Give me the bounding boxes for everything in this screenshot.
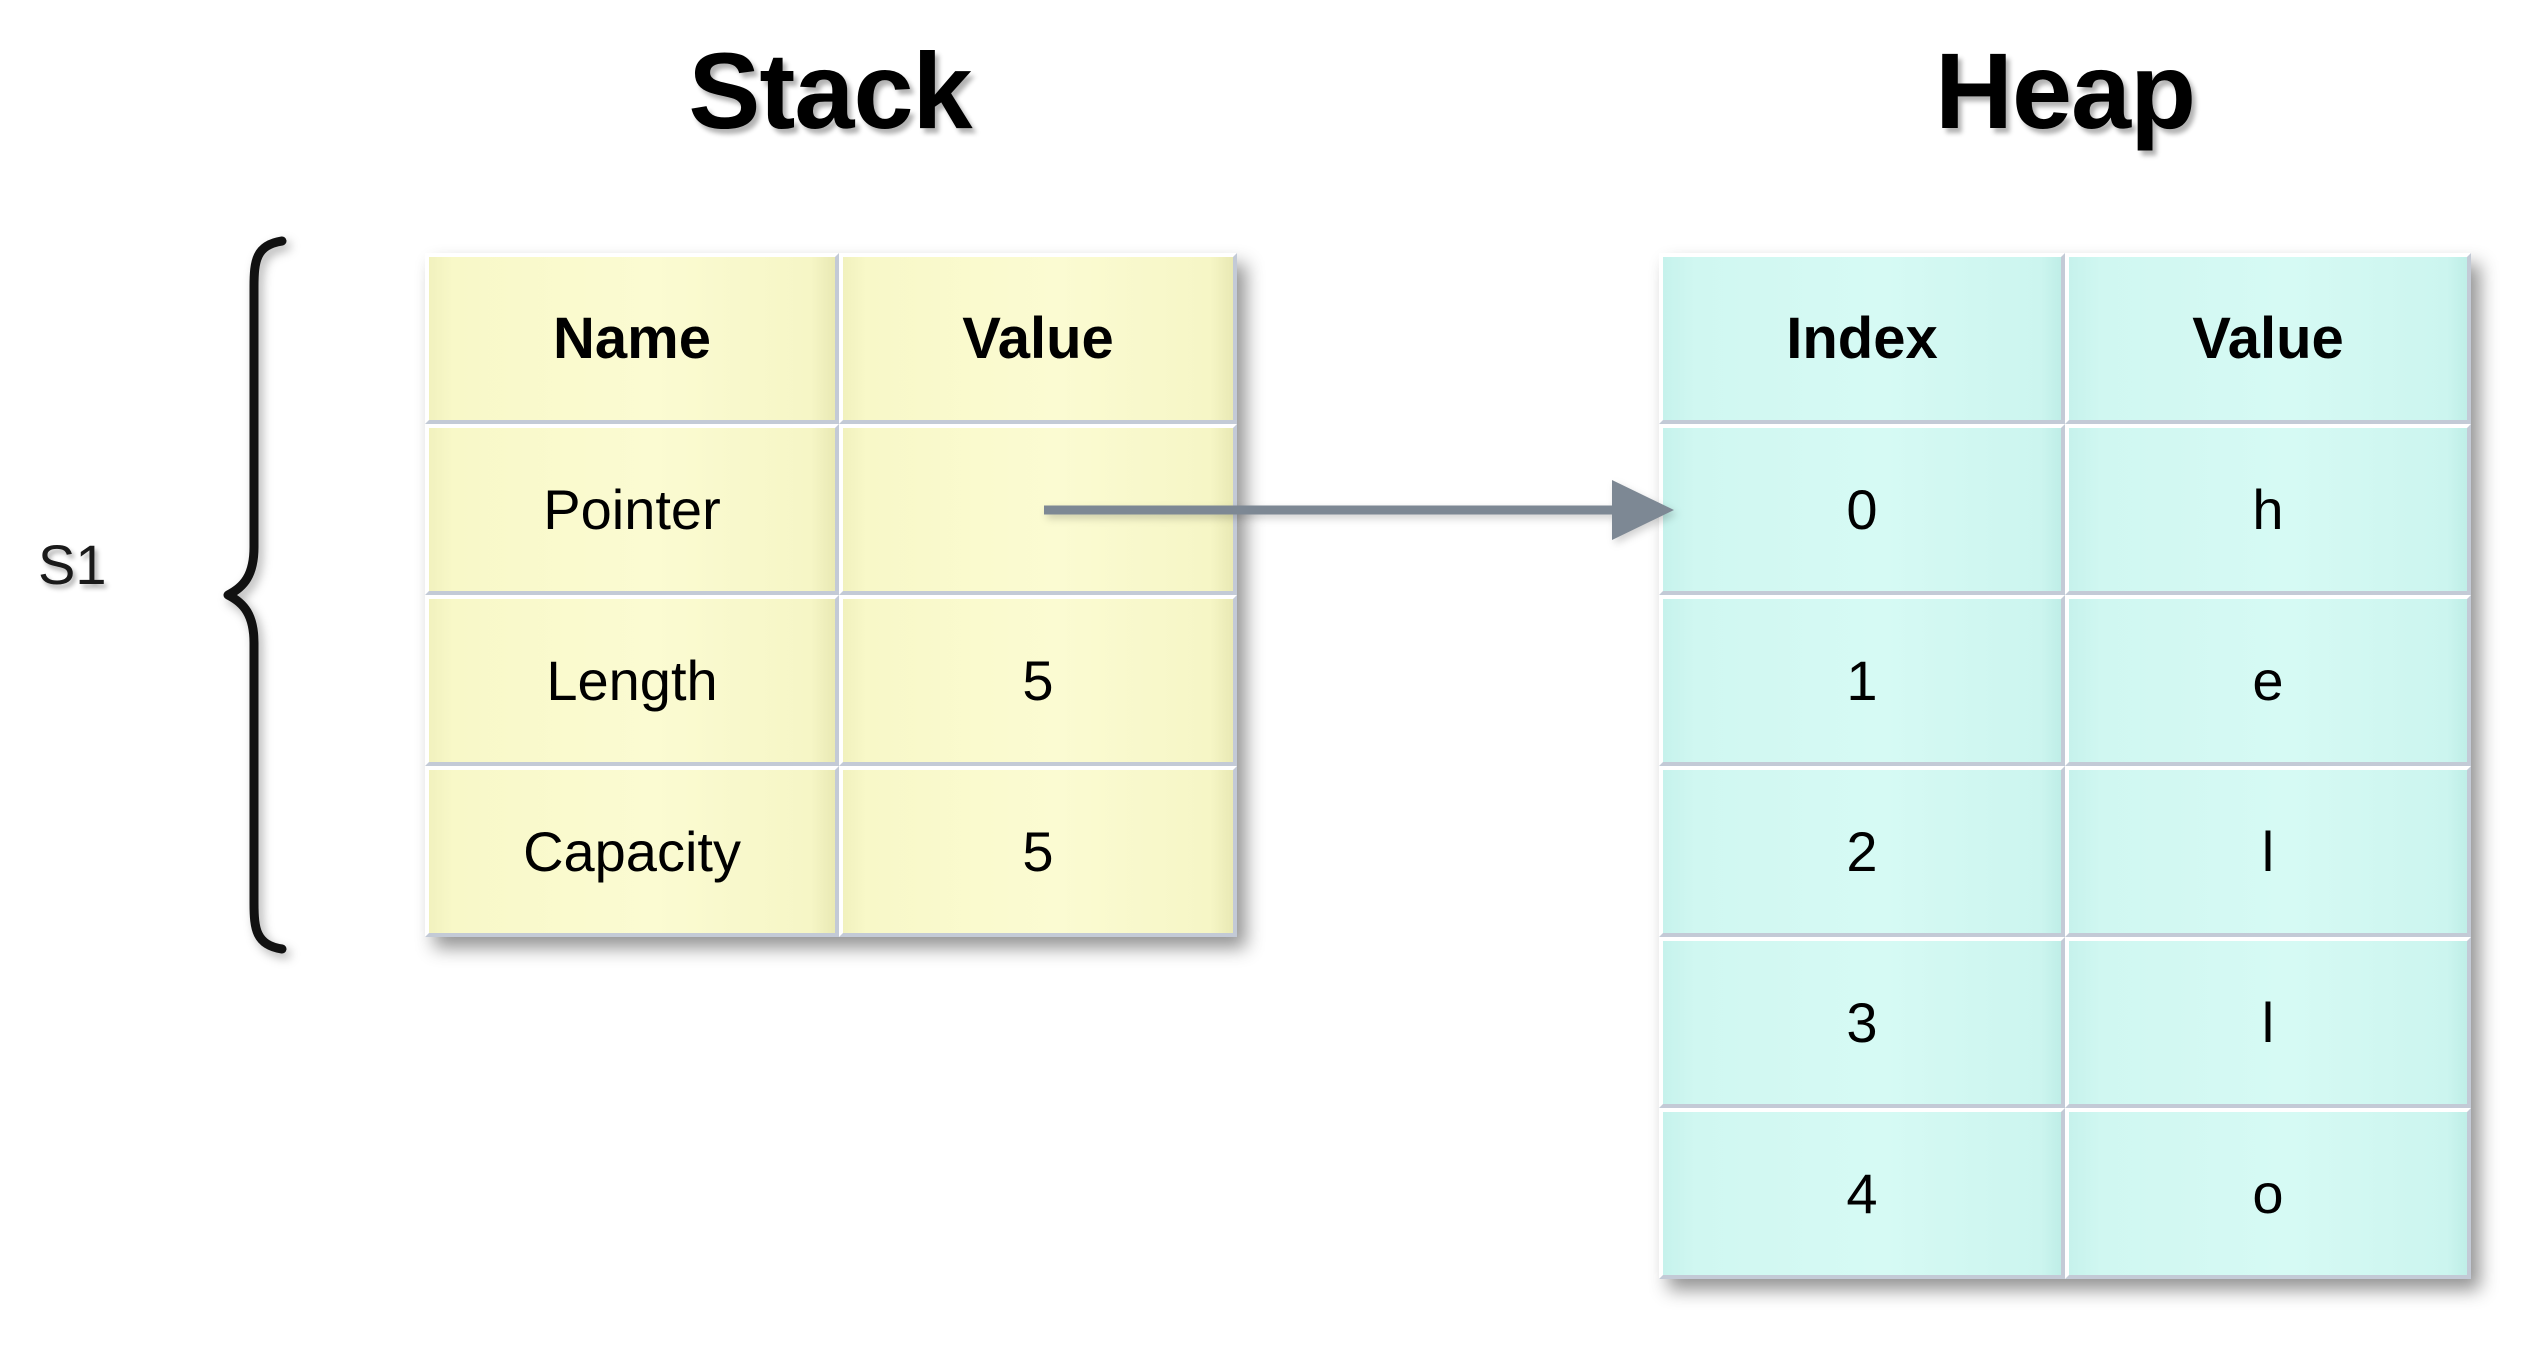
table-row: 2 l xyxy=(1659,766,2471,937)
table-row: 3 l xyxy=(1659,937,2471,1108)
table-row: Length 5 xyxy=(425,595,1237,766)
heap-table: Index Value 0 h 1 e 2 l 3 l 4 o xyxy=(1659,253,2471,1279)
table-row: 4 o xyxy=(1659,1108,2471,1279)
heap-col-header-value: Value xyxy=(2065,253,2471,424)
pointer-arrow-icon xyxy=(1044,480,1674,540)
table-row: 1 e xyxy=(1659,595,2471,766)
heap-col-header-index: Index xyxy=(1659,253,2065,424)
heap-cell-value-3: l xyxy=(2065,937,2471,1108)
table-row: Capacity 5 xyxy=(425,766,1237,937)
stack-group-label-s1: S1 xyxy=(38,533,107,596)
table-row: 0 h xyxy=(1659,424,2471,595)
heap-cell-value-4: o xyxy=(2065,1108,2471,1279)
stack-cell-value-capacity: 5 xyxy=(839,766,1237,937)
heap-title: Heap xyxy=(1934,30,2196,151)
stack-col-header-name: Name xyxy=(425,253,839,424)
table-header-row: Index Value xyxy=(1659,253,2471,424)
stack-title: Stack xyxy=(688,30,972,151)
heap-cell-value-0: h xyxy=(2065,424,2471,595)
heap-cell-value-2: l xyxy=(2065,766,2471,937)
stack-cell-value-length: 5 xyxy=(839,595,1237,766)
curly-brace-icon xyxy=(223,236,287,954)
stack-table: Name Value Pointer Length 5 Capacity 5 xyxy=(425,253,1237,937)
heap-cell-index-1: 1 xyxy=(1659,595,2065,766)
stack-cell-name-capacity: Capacity xyxy=(425,766,839,937)
table-header-row: Name Value xyxy=(425,253,1237,424)
stack-col-header-value: Value xyxy=(839,253,1237,424)
stack-cell-name-length: Length xyxy=(425,595,839,766)
heap-cell-index-3: 3 xyxy=(1659,937,2065,1108)
heap-cell-index-2: 2 xyxy=(1659,766,2065,937)
stack-cell-name-pointer: Pointer xyxy=(425,424,839,595)
heap-cell-index-4: 4 xyxy=(1659,1108,2065,1279)
heap-cell-value-1: e xyxy=(2065,595,2471,766)
heap-cell-index-0: 0 xyxy=(1659,424,2065,595)
